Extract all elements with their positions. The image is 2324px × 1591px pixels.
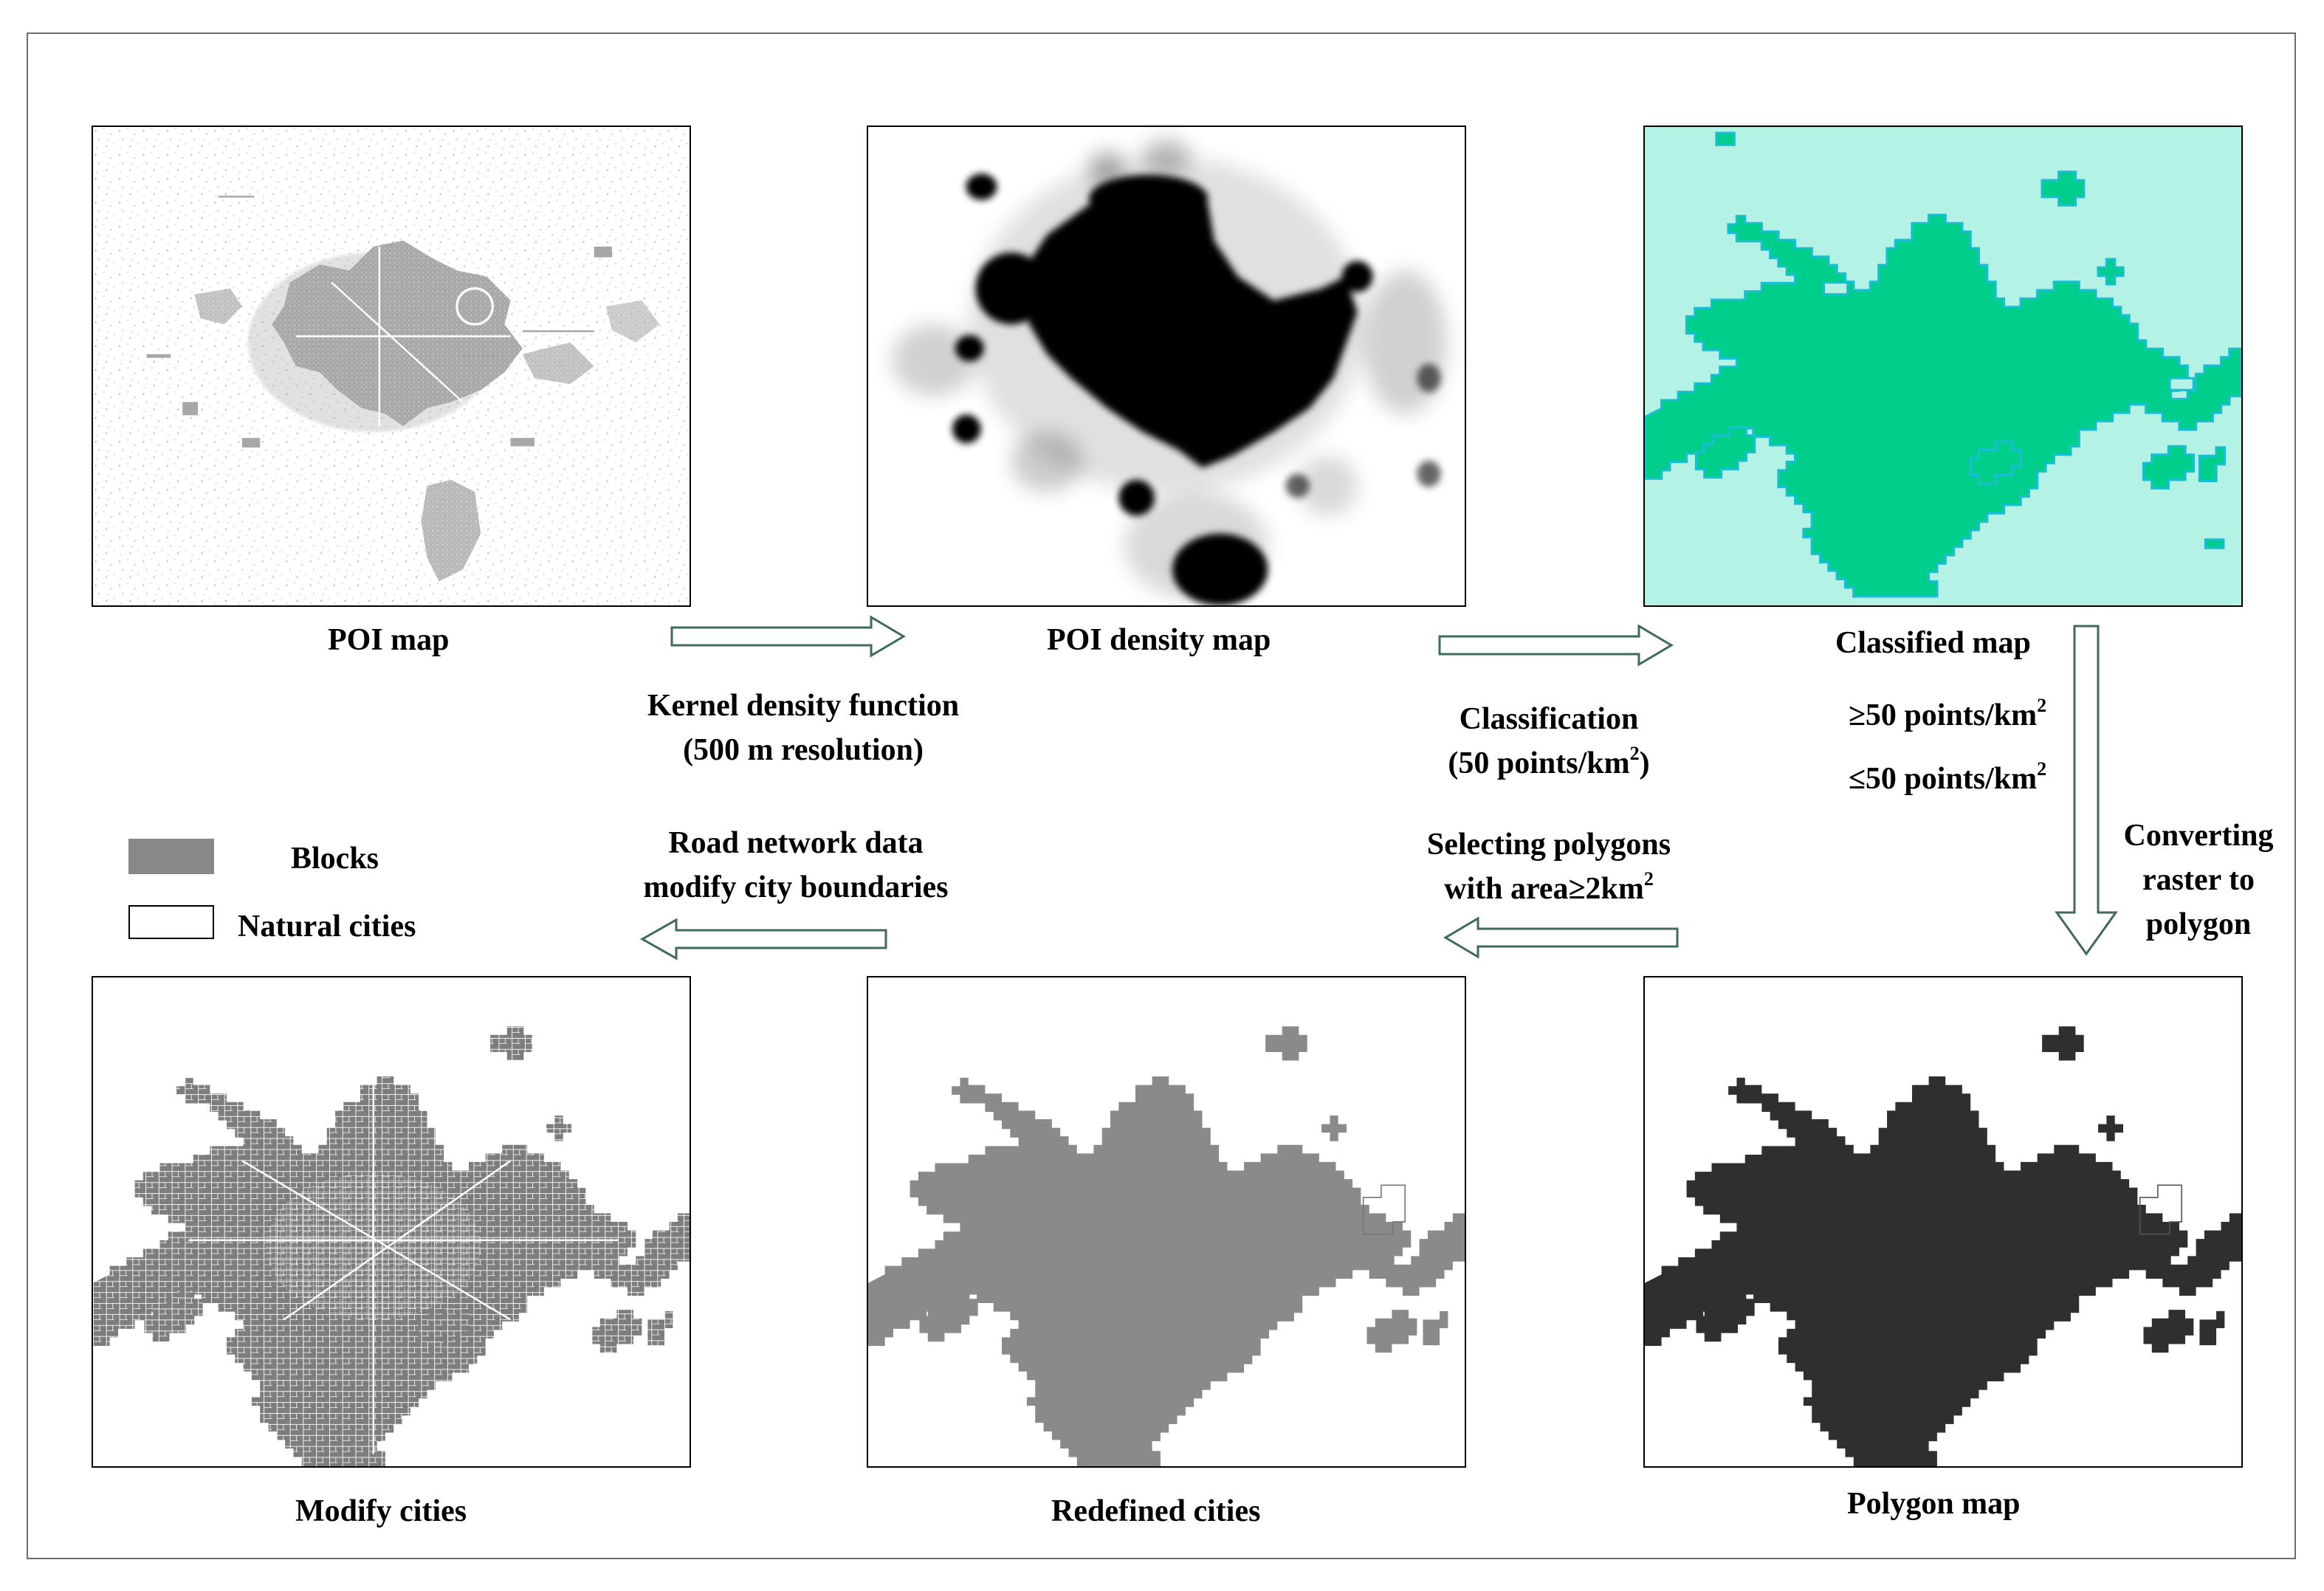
classification-line2: (50 points/km2): [1448, 743, 1650, 781]
convert-line2: raster to: [2142, 863, 2255, 897]
kernel-density-line2: (500 m resolution): [683, 733, 924, 767]
legend-blocks-swatch: [128, 839, 214, 874]
redefined-cities-image: [868, 977, 1465, 1466]
select-line1: Selecting polygons: [1426, 828, 1671, 862]
modify-cities-caption: Modify cities: [295, 1494, 467, 1528]
convert-line3: polygon: [2145, 907, 2252, 941]
poi-density-map-panel: [867, 126, 1466, 607]
poi-map-caption: POI map: [328, 623, 450, 657]
classification-label: Classification (50 points/km2): [1401, 697, 1696, 786]
convert-line1: Converting: [2123, 819, 2274, 853]
classification-line1: Classification: [1459, 702, 1639, 736]
road-network-label: Road network data modify city boundaries: [589, 821, 1003, 910]
select-polygons-label: Selecting polygons with area≥2km2: [1401, 822, 1696, 911]
modify-cities-image: [93, 977, 690, 1466]
classified-map-panel: [1643, 126, 2243, 607]
kernel-density-line1: Kernel density function: [647, 689, 960, 723]
polygon-map-caption: Polygon map: [1847, 1487, 2021, 1521]
poi-density-map-image: [868, 127, 1465, 605]
road-line2: modify city boundaries: [643, 870, 949, 904]
convert-raster-label: Converting raster to polygon: [2103, 814, 2294, 946]
redefined-cities-panel: [867, 976, 1466, 1468]
arrow-density-to-classified: [1438, 623, 1674, 667]
arrow-redefined-to-modify: [639, 917, 887, 961]
kernel-density-label: Kernel density function (500 m resolutio…: [611, 684, 995, 772]
classified-map-image: [1645, 127, 2241, 605]
legend-natural-label: Natural cities: [238, 910, 416, 944]
arrow-poi-to-density: [670, 614, 907, 659]
arrow-polygon-to-redefined: [1443, 915, 1679, 960]
polygon-map-panel: [1643, 976, 2243, 1468]
arrow-classified-to-polygon: [2055, 625, 2118, 957]
modify-cities-panel: [92, 976, 691, 1468]
polygon-map-image: [1645, 977, 2241, 1466]
figure-frame: POI map POI density map Classified map M…: [27, 32, 2296, 1559]
threshold-le: ≤50 points/km2: [1848, 758, 2047, 797]
redefined-cities-caption: Redefined cities: [1051, 1494, 1261, 1528]
road-line1: Road network data: [668, 826, 924, 860]
threshold-ge: ≥50 points/km2: [1848, 695, 2047, 733]
legend-blocks-label: Blocks: [291, 842, 379, 876]
classified-map-caption: Classified map: [1835, 626, 2031, 660]
poi-map-image: [93, 127, 690, 605]
poi-density-map-caption: POI density map: [1047, 623, 1271, 657]
legend-natural-swatch: [128, 905, 214, 939]
threshold-labels: ≥50 points/km2 ≤50 points/km2: [1800, 684, 2095, 811]
poi-map-panel: [92, 126, 691, 607]
select-line2: with area≥2km2: [1444, 868, 1654, 907]
